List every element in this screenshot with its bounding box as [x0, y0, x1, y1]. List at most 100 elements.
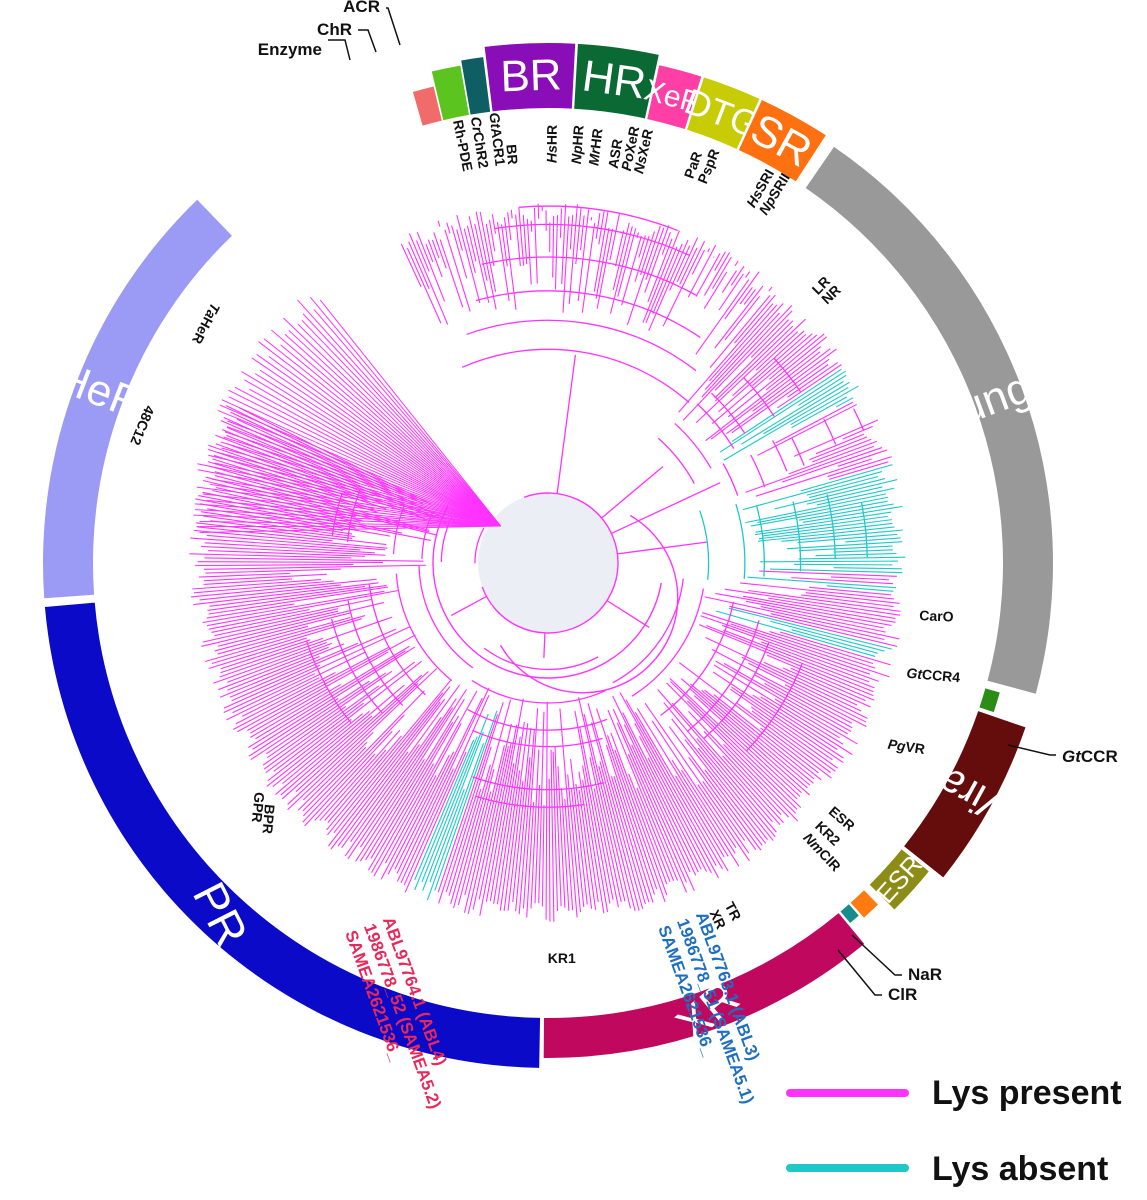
branch-line [457, 769, 495, 906]
branch-line [647, 238, 673, 303]
branch-line [198, 572, 290, 578]
branch-line [199, 584, 342, 601]
branch-line [816, 487, 895, 506]
branch-line [548, 778, 551, 922]
branch-line [595, 212, 601, 239]
branch-line [522, 708, 539, 909]
branch-line [448, 788, 482, 896]
branch-line [781, 529, 903, 542]
branch-line [479, 211, 497, 292]
branch-line [266, 718, 352, 787]
branch-line [570, 758, 588, 905]
branch-line [414, 736, 478, 891]
branch-line [638, 736, 712, 874]
branch-line [777, 364, 842, 409]
branch-line [205, 568, 342, 574]
callout-label-gtccr: GtCCR [1062, 747, 1118, 766]
branch-line [373, 690, 478, 877]
leaf-label-kr1: KR1 [548, 950, 576, 966]
branch-line [691, 249, 705, 275]
branch-line [718, 333, 807, 413]
callout-line-gtccr [1007, 744, 1056, 756]
her-branch [254, 373, 501, 527]
leaf-label-asr: ASR [605, 138, 626, 170]
branch-line [768, 286, 773, 292]
branch-line [763, 661, 858, 706]
branch-line [640, 231, 656, 276]
branch-line [671, 718, 768, 840]
branch-line [578, 697, 626, 902]
her-branch [284, 333, 502, 527]
branch-line [787, 362, 839, 398]
her-branch [258, 341, 502, 527]
branch-line [248, 698, 339, 757]
branch-line [731, 364, 829, 434]
branch-line [217, 616, 351, 655]
branch-line [218, 646, 329, 691]
branch-line [779, 631, 891, 666]
branch-line [193, 580, 334, 594]
branch-line [303, 690, 425, 817]
branch-line [714, 251, 726, 271]
branch-line [282, 710, 370, 785]
branch-line [743, 289, 756, 305]
branch-line [491, 214, 497, 234]
branch-arc [745, 662, 803, 752]
branch-line [463, 228, 476, 274]
her-branch [241, 371, 501, 527]
branch-line [583, 713, 632, 909]
branch-line [763, 381, 850, 435]
branch-line [596, 708, 658, 890]
branch-line [267, 660, 422, 782]
her-branch [259, 369, 501, 527]
branch-line [204, 557, 424, 562]
branch-line [266, 670, 393, 759]
branch-line [326, 692, 444, 836]
branch-line [697, 747, 774, 841]
band-enzyme [412, 86, 442, 126]
band-xr [543, 913, 865, 1059]
branch-line [464, 791, 492, 896]
branch-line [759, 560, 898, 563]
branch-line [512, 727, 532, 903]
branch-line [723, 386, 849, 461]
branch-line [732, 330, 805, 397]
branch-line [769, 631, 874, 665]
leaf-label-gpr: GPR [249, 791, 268, 823]
branch-line [552, 751, 559, 912]
branch-line [678, 662, 832, 779]
branch-line [681, 769, 736, 854]
branch-line [314, 753, 376, 821]
branch-line [731, 368, 842, 443]
branch-line [703, 731, 782, 815]
band-sr [738, 100, 826, 182]
branch-line [189, 553, 352, 559]
branch-line [557, 766, 566, 908]
branch-line [203, 578, 293, 585]
her-branch [263, 338, 502, 527]
branch-line [774, 698, 840, 739]
branch-line [324, 749, 387, 821]
branch-line [193, 582, 379, 606]
branch-line [750, 319, 789, 358]
band-pr [44, 602, 541, 1068]
branch-line [628, 773, 671, 883]
branch-line [479, 724, 518, 916]
branch-line [499, 770, 521, 911]
branch-line [467, 723, 512, 914]
branch-line [705, 637, 862, 712]
branch-line [701, 690, 814, 784]
branch-line [451, 225, 468, 279]
branch-line [554, 746, 562, 907]
branch-line [219, 656, 320, 698]
branch-line [427, 239, 443, 278]
branch-line [661, 231, 671, 255]
branch-line [680, 678, 808, 789]
branch-line [589, 757, 622, 903]
branch-line [684, 739, 767, 844]
branch-line [788, 440, 877, 475]
branch-line [698, 624, 874, 697]
branch-arc [472, 729, 603, 748]
branch-line [652, 243, 683, 314]
branch-arc [474, 527, 485, 564]
